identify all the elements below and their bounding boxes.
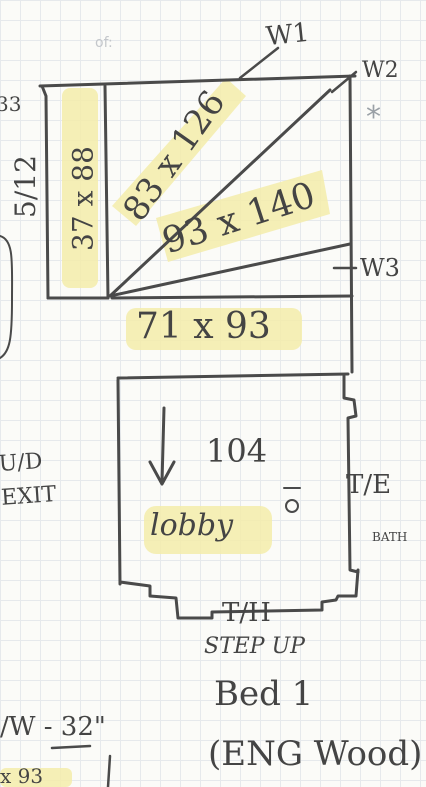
label-ud-exit: U/D EXIT [0,448,58,511]
arrow-down-icon [148,406,176,486]
highlight-bottom-rect [126,308,302,350]
thermostat-symbol [283,487,301,513]
label-room-number: 104 [206,432,268,470]
highlight-diag-top [112,78,246,226]
label-bottom-rect: 71 x 93 [136,306,271,347]
label-bed: Bed 1 [214,674,314,714]
label-w3: W3 [360,254,400,282]
label-w2: W2 [362,58,399,83]
highlight-bottom-left [0,768,72,787]
left-edge-curve [0,235,14,359]
label-closet-left: 37 x 88 [66,146,100,251]
label-bath: BATH [372,530,408,544]
top-wall [38,74,357,88]
label-bottom-left-2: x 93 [0,764,44,787]
diagonal-wall-2 [108,242,352,298]
highlight-diag-mid [156,170,330,262]
middle-wall [110,294,354,300]
floor-plan-walls [0,46,360,620]
lobby-bottom-wall [118,568,360,620]
bottom-left-strokes [50,744,112,787]
lobby-left-wall [116,378,122,586]
label-lobby: lobby [150,508,234,543]
label-thermostat: T/E [346,470,392,500]
w1-mark [238,46,280,80]
header-faint-label: of: [95,35,113,51]
closet-divider [103,84,110,300]
left-outer-wall [40,84,50,300]
label-bottom-left: /W - 32" [0,712,106,742]
right-wall [348,74,354,374]
label-left-fraction: 5/12 [8,155,42,218]
label-material: (ENG Wood) [208,734,423,774]
diagonal-wall-1 [108,88,332,298]
label-left-number: 33 [0,92,22,116]
highlight-closet-left [62,88,98,288]
w2-mark [330,70,358,94]
label-threshold: T/H [222,598,271,628]
label-asterisk: * [366,100,381,135]
lower-wall [116,372,350,380]
highlight-lobby [144,506,272,554]
label-step-up: STEP UP [204,634,305,659]
label-w1: W1 [264,17,311,53]
lobby-right-wall [342,374,360,574]
